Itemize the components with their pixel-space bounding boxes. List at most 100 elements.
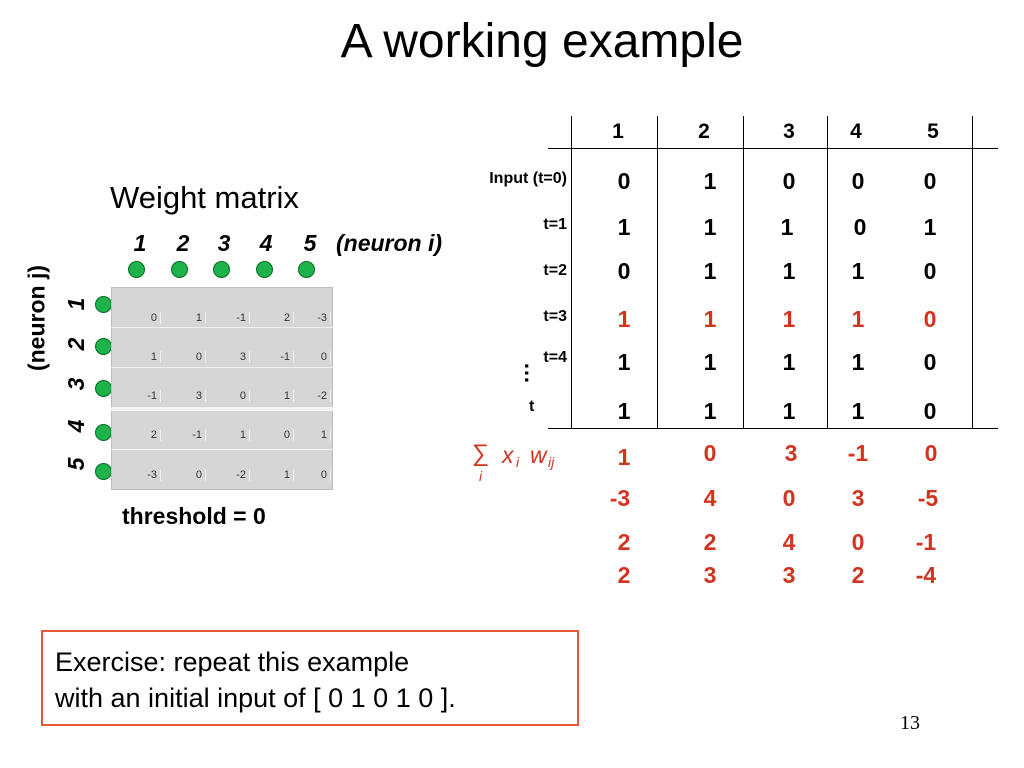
slide-title: A working example	[340, 15, 744, 68]
state-column-header-1: 1	[612, 120, 624, 143]
state-row-label: t=2	[543, 262, 567, 279]
state-cell: 1	[782, 349, 796, 375]
sum-cell: -5	[917, 485, 939, 511]
weight-cell: 3	[168, 390, 206, 402]
weight-cell: 1	[256, 390, 294, 402]
state-cell: 1	[703, 258, 717, 284]
sum-cell: 4	[782, 529, 796, 555]
sigma-index: i	[479, 468, 483, 484]
state-cell: 1	[703, 349, 717, 375]
sum-cell: 0	[782, 485, 796, 511]
state-cell: 0	[617, 168, 631, 194]
weight-cell: 0	[123, 312, 161, 324]
table-column-rule	[972, 116, 973, 428]
state-cell: 1	[782, 306, 796, 332]
sum-cell: 0	[703, 440, 717, 466]
state-column-header-4: 4	[850, 120, 862, 143]
table-header-rule	[548, 148, 998, 149]
exercise-line-2: with an initial input of [ 0 1 0 1 0 ].	[55, 683, 456, 713]
threshold-label: threshold = 0	[122, 503, 266, 529]
state-cell: 1	[851, 349, 865, 375]
state-cell: 1	[851, 398, 865, 424]
neuron-j-header-5: 5	[63, 457, 89, 471]
sum-cell: 3	[782, 562, 796, 588]
state-cell: 1	[617, 349, 631, 375]
neuron-j-header-4: 4	[63, 419, 89, 433]
state-cell: 1	[780, 214, 794, 240]
sum-cell: 3	[784, 440, 798, 466]
sum-cell: 2	[851, 562, 865, 588]
w-variable: w	[530, 442, 547, 468]
weight-cell: -1	[256, 351, 294, 363]
exercise-line-1: Exercise: repeat this example	[55, 647, 410, 677]
neuron-j-axis-label: (neuron j)	[23, 264, 50, 372]
sum-cell: 0	[924, 440, 938, 466]
sum-cell: 0	[851, 529, 865, 555]
state-row-label: t=1	[543, 216, 567, 233]
weight-cell: -3	[123, 469, 161, 481]
state-cell: 0	[923, 349, 937, 375]
sum-cell: 2	[617, 562, 631, 588]
state-cell: 0	[853, 214, 867, 240]
neuron-node-icon	[95, 338, 112, 355]
x-variable: x	[502, 442, 514, 468]
neuron-node-icon	[128, 261, 145, 278]
table-column-rule	[743, 116, 744, 428]
neuron-node-icon	[95, 296, 112, 313]
neuron-node-icon	[95, 380, 112, 397]
neuron-j-header-2: 2	[63, 337, 89, 351]
state-cell: 1	[851, 306, 865, 332]
state-cell: 1	[923, 214, 937, 240]
state-cell: 1	[782, 398, 796, 424]
state-cell: 1	[703, 306, 717, 332]
weight-cell: 2	[256, 312, 294, 324]
state-cell: 1	[782, 258, 796, 284]
sum-cell: 3	[851, 485, 865, 511]
state-cell: 0	[782, 168, 796, 194]
exercise-box: Exercise: repeat this example with an in…	[41, 630, 579, 726]
sum-cell: 4	[703, 485, 717, 511]
state-cell: 1	[617, 306, 631, 332]
neuron-i-axis-label: (neuron i)	[336, 230, 443, 256]
state-cell: 0	[923, 398, 937, 424]
state-cell: 0	[923, 168, 937, 194]
state-cell: 1	[703, 398, 717, 424]
neuron-node-icon	[95, 424, 112, 441]
weight-cell: -2	[293, 390, 331, 402]
weight-cell: 3	[212, 351, 250, 363]
weight-cell: 1	[256, 469, 294, 481]
neuron-node-icon	[171, 261, 188, 278]
neuron-i-header-3: 3	[217, 230, 231, 256]
ellipsis-label: …	[520, 362, 545, 384]
x-subscript: i	[516, 454, 520, 470]
weight-matrix-grid: 0 1 -1 2 -3 1 0 3 -1 0 -1 3 0 1 -2 2 -1 …	[111, 287, 333, 490]
sum-cell: -3	[609, 485, 631, 511]
state-cell: 1	[617, 214, 631, 240]
table-column-rule	[657, 116, 658, 428]
weight-cell: -1	[123, 390, 161, 402]
state-cell: 0	[923, 306, 937, 332]
page-number: 13	[900, 712, 920, 734]
weight-cell: 0	[293, 351, 331, 363]
grid-line	[111, 327, 333, 328]
weight-cell: -1	[212, 312, 250, 324]
neuron-j-header-3: 3	[63, 377, 89, 391]
sum-cell: 3	[703, 562, 717, 588]
state-row-label: t	[529, 398, 535, 415]
weight-cell: 1	[123, 351, 161, 363]
grid-line	[111, 407, 333, 411]
state-cell: 0	[851, 168, 865, 194]
weight-cell: 0	[293, 469, 331, 481]
weight-cell: 0	[168, 351, 206, 363]
sum-cell: 2	[617, 529, 631, 555]
neuron-node-icon	[256, 261, 273, 278]
weight-cell: -1	[168, 429, 206, 441]
sum-cell: 2	[703, 529, 717, 555]
weight-cell: 2	[123, 429, 161, 441]
weight-cell: 1	[293, 429, 331, 441]
weight-cell: 0	[212, 390, 250, 402]
weight-cell: 0	[168, 469, 206, 481]
weighted-sum-label: ∑ i x i w ij	[472, 440, 572, 490]
neuron-node-icon	[298, 261, 315, 278]
weight-matrix-title: Weight matrix	[110, 180, 299, 215]
